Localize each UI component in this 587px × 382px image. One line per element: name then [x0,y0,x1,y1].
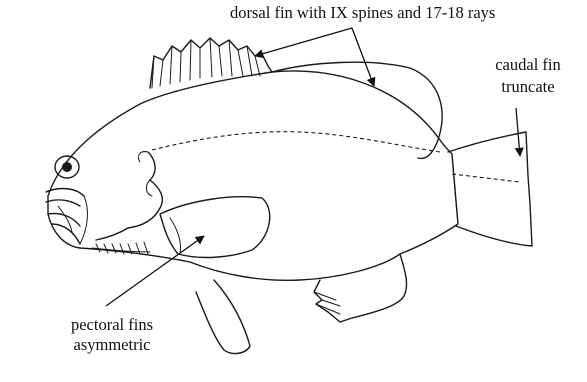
caudal-fin-label-line2: truncate [501,77,554,96]
dorsal-soft-fin [272,62,442,158]
dorsal-spiny-fin [150,38,272,88]
pelvic-fin [196,280,250,353]
lateral-line [152,132,440,152]
caudal-arrow [516,108,520,156]
caudal-fin-label-line1: caudal fin [495,55,561,74]
dorsal-fin-label: dorsal fin with IX spines and 17-18 rays [230,3,495,22]
dorsal-rays-arrow [352,28,374,86]
dorsal-spine-arrow [255,28,352,56]
lateral-line-rear [452,174,520,182]
pectoral-fin [160,197,270,258]
pectoral-fin-label-line2: asymmetric [74,335,151,354]
caudal-peduncle [452,154,458,224]
pectoral-fin-label-line1: pectoral fins [71,315,153,334]
head [46,152,162,254]
anal-fin [314,254,407,322]
